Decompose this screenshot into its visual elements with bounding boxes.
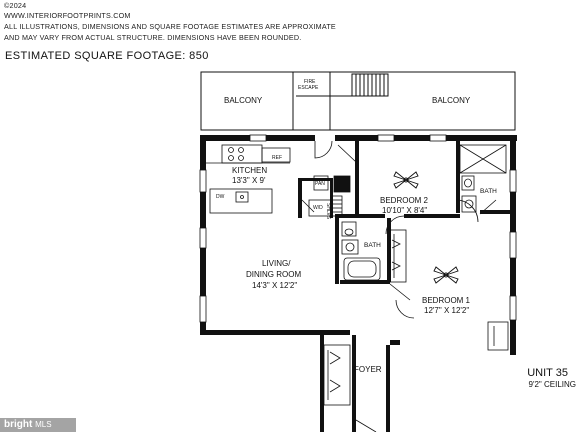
refrigerator-label: REF	[272, 155, 282, 161]
fire-escape-label-2: ESCAPE	[298, 85, 319, 91]
balcony-outline	[200, 71, 516, 131]
living-dimensions: 14'3" X 12'2"	[252, 281, 298, 290]
ceiling-height: 9'2" CEILING	[528, 380, 576, 389]
dishwasher-label: DW	[216, 194, 225, 200]
copyright-text: ©2024	[4, 1, 27, 10]
bath-main-label: BATH	[364, 242, 381, 249]
watermark-suffix: MLS	[35, 420, 52, 429]
dining-room-label: DINING ROOM	[246, 270, 302, 279]
toilet-ensuite	[461, 175, 475, 191]
balcony-left-label: BALCONY	[224, 96, 263, 105]
bedroom-2-label: BEDROOM 2	[380, 196, 429, 205]
fire-escape-stairs	[296, 73, 389, 97]
fire-escape-label-1: FIRE	[304, 79, 316, 85]
pantry-box	[313, 175, 329, 191]
foyer-label: FOYER	[354, 365, 382, 374]
sink	[235, 191, 249, 203]
mls-watermark: bright MLS	[0, 418, 76, 432]
living-label: LIVING/	[262, 259, 291, 268]
interior-walls	[298, 141, 510, 432]
vanity-main	[341, 239, 359, 255]
disclaimer-line-1: ALL ILLUSTRATIONS, DIMENSIONS AND SQUARE…	[4, 22, 336, 31]
mechanical-box	[333, 175, 351, 193]
kitchen-dimensions: 13'3" X 9'	[232, 176, 266, 185]
windows	[199, 134, 517, 323]
disclaimer-line-2: AND MAY VARY FROM ACTUAL STRUCTURE. DIME…	[4, 33, 302, 42]
kitchen-island	[209, 188, 273, 214]
toilet-main	[341, 221, 357, 237]
vanity-ensuite	[461, 195, 477, 213]
bedroom-1-label: BEDROOM 1	[422, 296, 471, 305]
square-footage: ESTIMATED SQUARE FOOTAGE: 850	[5, 50, 209, 62]
ceiling-fans	[393, 171, 459, 284]
door-swings	[301, 140, 497, 432]
website-text: WWW.INTERIORFOOTPRINTS.COM	[4, 11, 131, 20]
pantry-label: PAN	[315, 181, 325, 187]
watermark-brand: bright	[4, 419, 33, 430]
refrigerator	[261, 147, 291, 163]
closets	[323, 229, 509, 406]
shelves-label: SHLVS	[325, 203, 331, 220]
bedroom-1-dimensions: 12'7" X 12'2"	[424, 306, 470, 315]
kitchen-label: KITCHEN	[232, 166, 268, 175]
bath-ensuite-label: BATH	[480, 188, 497, 195]
bedroom-2-dimensions: 10'10" X 8'4"	[382, 206, 428, 215]
bathtub	[343, 257, 381, 281]
unit-number: UNIT 35	[527, 367, 568, 379]
washer-dryer-label: W/D	[313, 205, 323, 211]
balcony-right-label: BALCONY	[432, 96, 471, 105]
shower	[459, 144, 507, 174]
